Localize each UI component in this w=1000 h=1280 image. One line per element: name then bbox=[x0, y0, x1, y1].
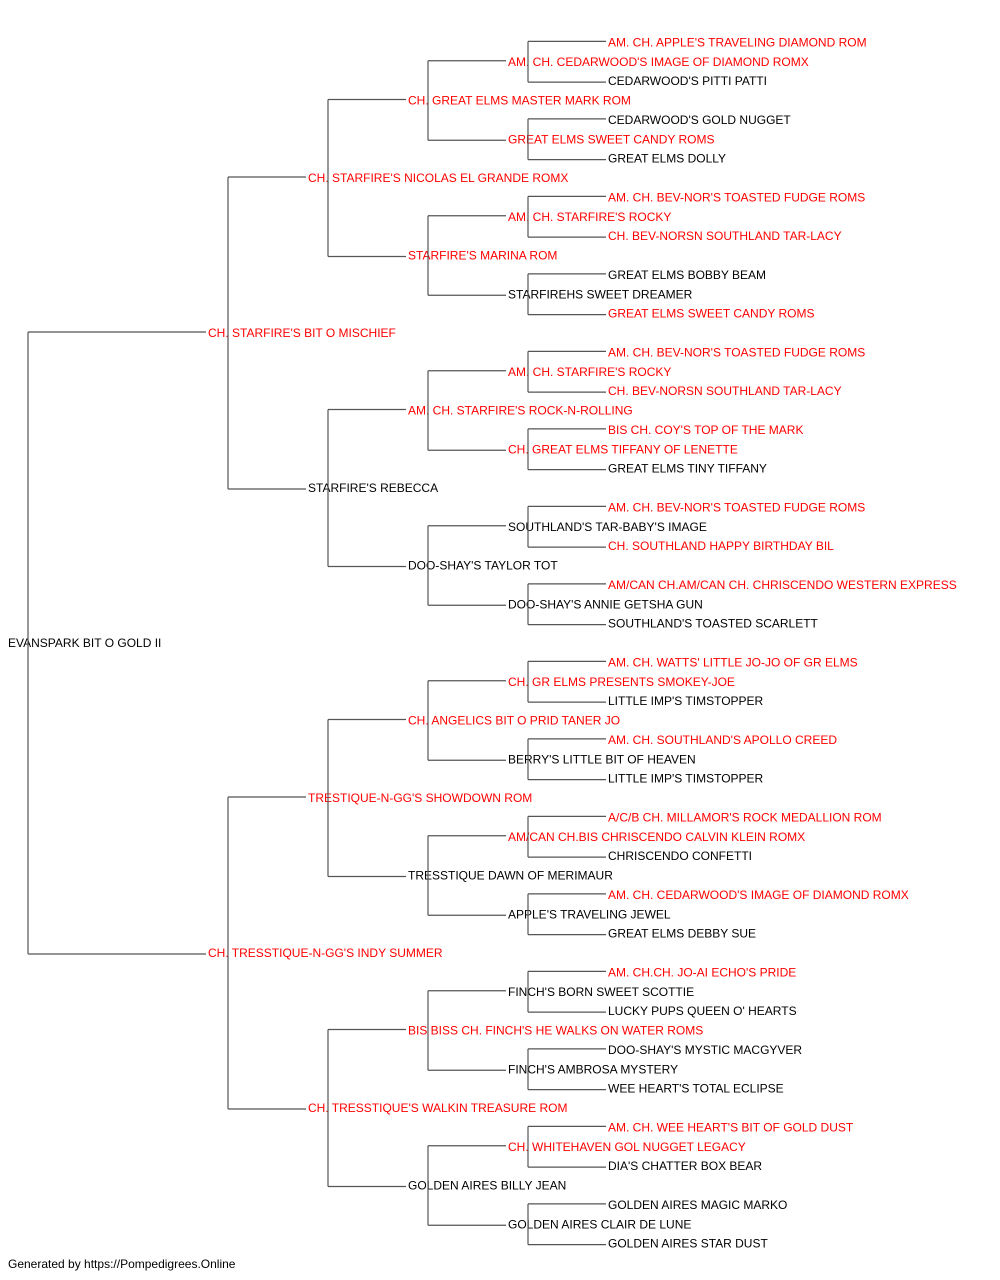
ancestor-name: AM. CH. WATTS' LITTLE JO-JO OF GR ELMS bbox=[608, 655, 858, 669]
ancestor-name: CH. TRESSTIQUE'S WALKIN TREASURE ROM bbox=[308, 1101, 567, 1115]
ancestor-name: STARFIRE'S REBECCA bbox=[308, 481, 438, 495]
ancestor-name: CEDARWOOD'S PITTI PATTI bbox=[608, 74, 767, 88]
ancestor-name: AM. CH. SOUTHLAND'S APOLLO CREED bbox=[608, 733, 837, 747]
ancestor-name: APPLE'S TRAVELING JEWEL bbox=[508, 907, 671, 921]
subject-dog-name: EVANSPARK BIT O GOLD II bbox=[8, 636, 161, 650]
ancestor-name: CH. STARFIRE'S BIT O MISCHIEF bbox=[208, 326, 396, 340]
ancestor-name: BIS CH. COY'S TOP OF THE MARK bbox=[608, 423, 803, 437]
ancestor-name: GOLDEN AIRES STAR DUST bbox=[608, 1237, 768, 1251]
ancestor-name: CH. GREAT ELMS TIFFANY OF LENETTE bbox=[508, 442, 738, 456]
ancestor-name: CHRISCENDO CONFETTI bbox=[608, 849, 752, 863]
ancestor-name: AM. CH. BEV-NOR'S TOASTED FUDGE ROMS bbox=[608, 500, 865, 514]
ancestor-name: AM. CH. BEV-NOR'S TOASTED FUDGE ROMS bbox=[608, 190, 865, 204]
ancestor-name: GREAT ELMS SWEET CANDY ROMS bbox=[608, 307, 814, 321]
ancestor-name: WEE HEART'S TOTAL ECLIPSE bbox=[608, 1082, 784, 1096]
ancestor-name: BIS BISS CH. FINCH'S HE WALKS ON WATER R… bbox=[408, 1024, 703, 1038]
ancestor-name: AM. CH.CH. JO-AI ECHO'S PRIDE bbox=[608, 965, 796, 979]
ancestor-name: GREAT ELMS SWEET CANDY ROMS bbox=[508, 132, 714, 146]
ancestor-name: GREAT ELMS DOLLY bbox=[608, 152, 726, 166]
ancestor-name: GREAT ELMS BOBBY BEAM bbox=[608, 268, 766, 282]
ancestor-name: AM. CH. WEE HEART'S BIT OF GOLD DUST bbox=[608, 1120, 854, 1134]
ancestor-name: GOLDEN AIRES MAGIC MARKO bbox=[608, 1198, 787, 1212]
ancestor-name: CH. TRESSTIQUE-N-GG'S INDY SUMMER bbox=[208, 946, 443, 960]
ancestor-name: LITTLE IMP'S TIMSTOPPER bbox=[608, 694, 764, 708]
ancestor-name: TRESTIQUE-N-GG'S SHOWDOWN ROM bbox=[308, 791, 532, 805]
ancestor-name: GREAT ELMS DEBBY SUE bbox=[608, 927, 756, 941]
ancestor-name: CH. GREAT ELMS MASTER MARK ROM bbox=[408, 94, 631, 108]
ancestor-name: CH. STARFIRE'S NICOLAS EL GRANDE ROMX bbox=[308, 171, 568, 185]
footer-credit: Generated by https://Pompedigrees.Online bbox=[8, 1257, 236, 1271]
ancestor-name: CH. GR ELMS PRESENTS SMOKEY-JOE bbox=[508, 675, 735, 689]
ancestor-name: GOLDEN AIRES BILLY JEAN bbox=[408, 1179, 566, 1193]
ancestor-name: GREAT ELMS TINY TIFFANY bbox=[608, 462, 767, 476]
ancestor-name: AM/CAN CH.AM/CAN CH. CHRISCENDO WESTERN … bbox=[608, 578, 957, 592]
ancestor-name: FINCH'S BORN SWEET SCOTTIE bbox=[508, 985, 694, 999]
ancestor-name: DOO-SHAY'S TAYLOR TOT bbox=[408, 559, 558, 573]
ancestor-name: TRESSTIQUE DAWN OF MERIMAUR bbox=[408, 869, 613, 883]
ancestor-name: FINCH'S AMBROSA MYSTERY bbox=[508, 1062, 678, 1076]
ancestor-name: LUCKY PUPS QUEEN O' HEARTS bbox=[608, 1004, 797, 1018]
ancestor-name: AM. CH. APPLE'S TRAVELING DIAMOND ROM bbox=[608, 35, 867, 49]
ancestor-name: AM/CAN CH.BIS CHRISCENDO CALVIN KLEIN RO… bbox=[508, 830, 805, 844]
ancestor-name: SOUTHLAND'S TAR-BABY'S IMAGE bbox=[508, 520, 707, 534]
ancestor-name: CH. ANGELICS BIT O PRID TANER JO bbox=[408, 714, 620, 728]
ancestor-name: AM. CH. CEDARWOOD'S IMAGE OF DIAMOND ROM… bbox=[508, 55, 809, 69]
ancestor-name: AM. CH. STARFIRE'S ROCKY bbox=[508, 210, 671, 224]
ancestor-name: AM. CH. BEV-NOR'S TOASTED FUDGE ROMS bbox=[608, 345, 865, 359]
ancestor-name: CH. WHITEHAVEN GOL NUGGET LEGACY bbox=[508, 1140, 746, 1154]
ancestor-name: SOUTHLAND'S TOASTED SCARLETT bbox=[608, 617, 819, 631]
ancestor-name: STARFIREHS SWEET DREAMER bbox=[508, 287, 693, 301]
ancestor-name: DIA'S CHATTER BOX BEAR bbox=[608, 1159, 762, 1173]
ancestor-name: CH. SOUTHLAND HAPPY BIRTHDAY BIL bbox=[608, 539, 834, 553]
ancestor-name: A/C/B CH. MILLAMOR'S ROCK MEDALLION ROM bbox=[608, 810, 882, 824]
ancestor-name: CH. BEV-NORSN SOUTHLAND TAR-LACY bbox=[608, 384, 842, 398]
ancestor-name: GOLDEN AIRES CLAIR DE LUNE bbox=[508, 1217, 691, 1231]
ancestor-name: STARFIRE'S MARINA ROM bbox=[408, 249, 557, 263]
ancestor-name: DOO-SHAY'S MYSTIC MACGYVER bbox=[608, 1043, 802, 1057]
ancestor-name: AM. CH. CEDARWOOD'S IMAGE OF DIAMOND ROM… bbox=[608, 888, 909, 902]
ancestor-name: DOO-SHAY'S ANNIE GETSHA GUN bbox=[508, 597, 703, 611]
ancestor-name: CEDARWOOD'S GOLD NUGGET bbox=[608, 113, 791, 127]
ancestor-name: BERRY'S LITTLE BIT OF HEAVEN bbox=[508, 752, 696, 766]
ancestor-name: CH. BEV-NORSN SOUTHLAND TAR-LACY bbox=[608, 229, 842, 243]
ancestor-name: AM. CH. STARFIRE'S ROCK-N-ROLLING bbox=[408, 404, 633, 418]
ancestor-name: LITTLE IMP'S TIMSTOPPER bbox=[608, 772, 764, 786]
ancestor-name: AM. CH. STARFIRE'S ROCKY bbox=[508, 365, 671, 379]
